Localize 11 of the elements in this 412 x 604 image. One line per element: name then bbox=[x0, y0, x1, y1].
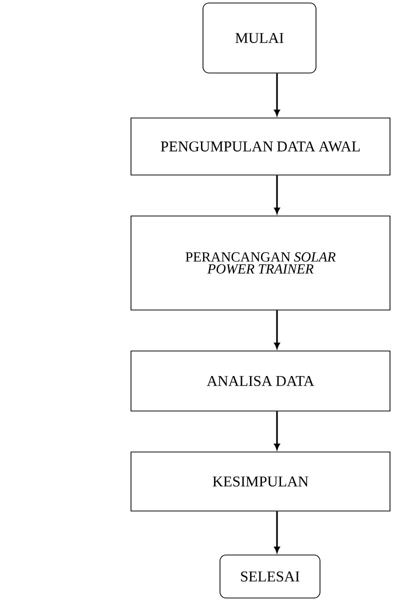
terminal-box: MULAI bbox=[202, 2, 316, 74]
process-box: ANALISA DATA bbox=[130, 350, 390, 412]
terminal-box: SELESAI bbox=[220, 554, 320, 598]
arrow bbox=[274, 411, 280, 450]
arrow bbox=[274, 511, 280, 553]
arrow bbox=[274, 175, 280, 214]
arrow bbox=[274, 310, 280, 349]
process-box: KESIMPULAN bbox=[130, 452, 390, 512]
process-box: PERANCANGAN SOLAR POWER TRAINER bbox=[130, 216, 390, 310]
arrow bbox=[274, 73, 280, 116]
process-box: PENGUMPULAN DATA AWAL bbox=[130, 118, 390, 176]
